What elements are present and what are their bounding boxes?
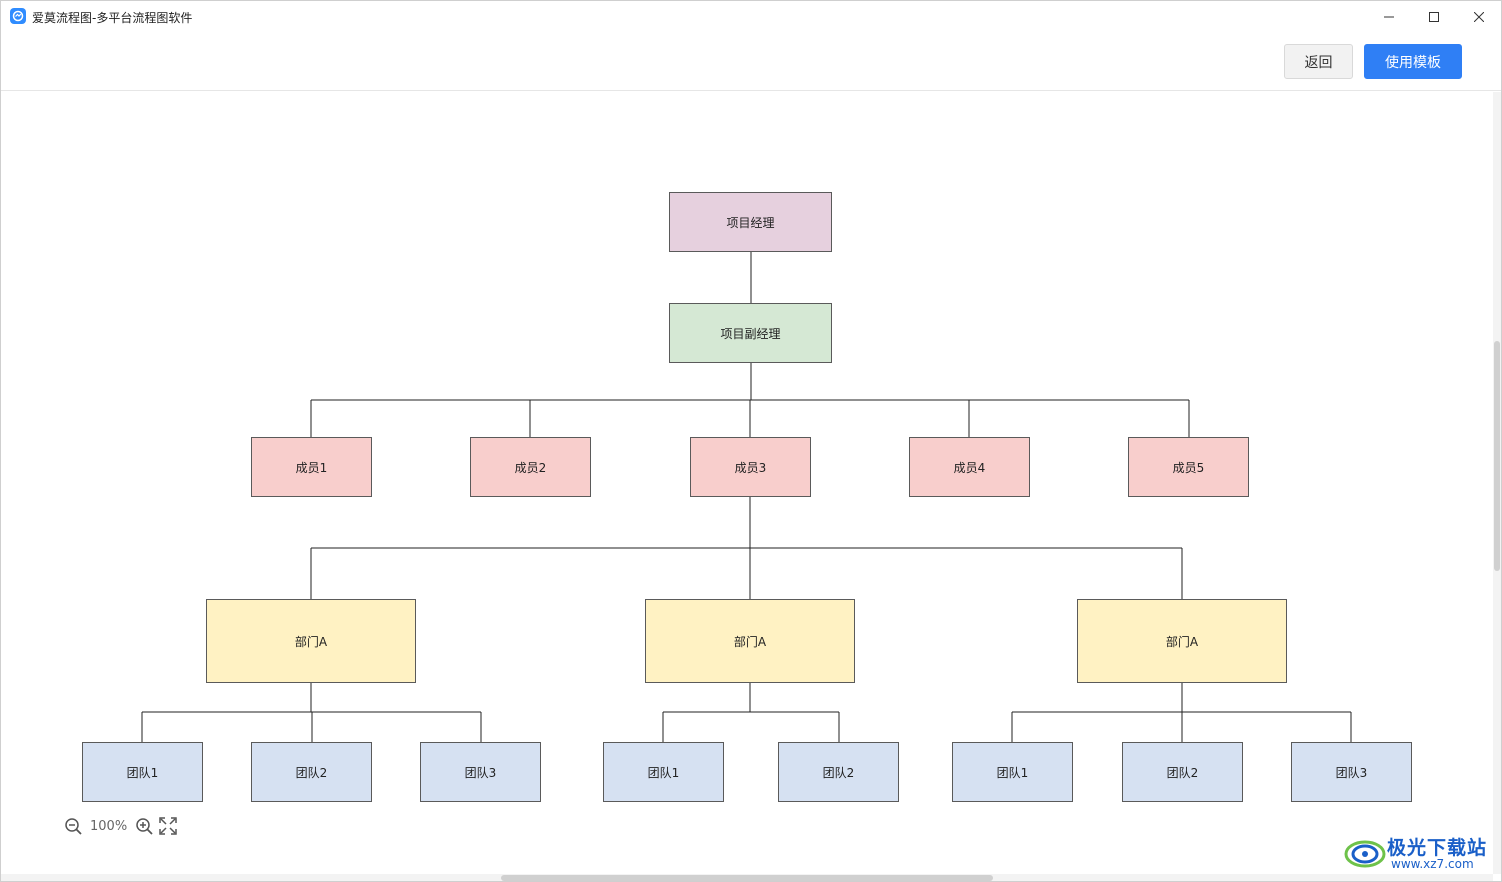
node-team[interactable]: 团队1 [82, 742, 203, 802]
title-bar: 爱莫流程图-多平台流程图软件 [1, 1, 1501, 33]
toolbar: 返回 使用模板 [1, 33, 1501, 91]
node-member[interactable]: 成员3 [690, 437, 811, 497]
minimize-button[interactable] [1366, 1, 1412, 33]
vertical-scrollbar-thumb[interactable] [1494, 341, 1500, 571]
node-department[interactable]: 部门A [206, 599, 416, 683]
close-button[interactable] [1456, 1, 1501, 33]
node-team[interactable]: 团队2 [251, 742, 372, 802]
zoom-controls: 100% [63, 815, 178, 837]
window-title: 爱莫流程图-多平台流程图软件 [32, 11, 193, 25]
zoom-in-button[interactable] [134, 816, 154, 836]
node-team[interactable]: 团队1 [603, 742, 724, 802]
node-team[interactable]: 团队2 [778, 742, 899, 802]
zoom-level: 100% [90, 818, 128, 834]
app-logo-icon [10, 8, 26, 24]
maximize-button[interactable] [1411, 1, 1457, 33]
watermark: 极光下载站 www.xz7.com [1343, 829, 1493, 875]
node-member[interactable]: 成员4 [909, 437, 1030, 497]
watermark-logo-icon [1344, 840, 1386, 868]
node-team[interactable]: 团队2 [1122, 742, 1243, 802]
diagram-canvas[interactable]: 项目经理 项目副经理 成员1 成员2 成员3 成员4 成员5 部门A 部门A 部… [1, 92, 1493, 874]
node-member[interactable]: 成员2 [470, 437, 591, 497]
node-department[interactable]: 部门A [1077, 599, 1287, 683]
watermark-brand: 极光下载站 [1387, 837, 1488, 859]
close-icon [1474, 12, 1484, 22]
back-button[interactable]: 返回 [1284, 44, 1353, 79]
zoom-in-icon [136, 818, 153, 835]
connector-lines [141, 252, 1352, 742]
use-template-button[interactable]: 使用模板 [1364, 44, 1462, 79]
fit-screen-button[interactable] [158, 816, 178, 836]
maximize-icon [1429, 12, 1439, 22]
zoom-out-icon [65, 818, 82, 835]
node-member[interactable]: 成员1 [251, 437, 372, 497]
minimize-icon [1384, 16, 1394, 18]
watermark-url: www.xz7.com [1391, 857, 1474, 871]
horizontal-scrollbar-thumb[interactable] [501, 875, 993, 881]
node-team[interactable]: 团队3 [1291, 742, 1412, 802]
node-department[interactable]: 部门A [645, 599, 855, 683]
node-team[interactable]: 团队3 [420, 742, 541, 802]
node-team[interactable]: 团队1 [952, 742, 1073, 802]
fit-screen-icon [159, 817, 177, 835]
zoom-out-button[interactable] [63, 816, 83, 836]
node-project-manager[interactable]: 项目经理 [669, 192, 832, 252]
node-deputy-manager[interactable]: 项目副经理 [669, 303, 832, 363]
node-member[interactable]: 成员5 [1128, 437, 1249, 497]
